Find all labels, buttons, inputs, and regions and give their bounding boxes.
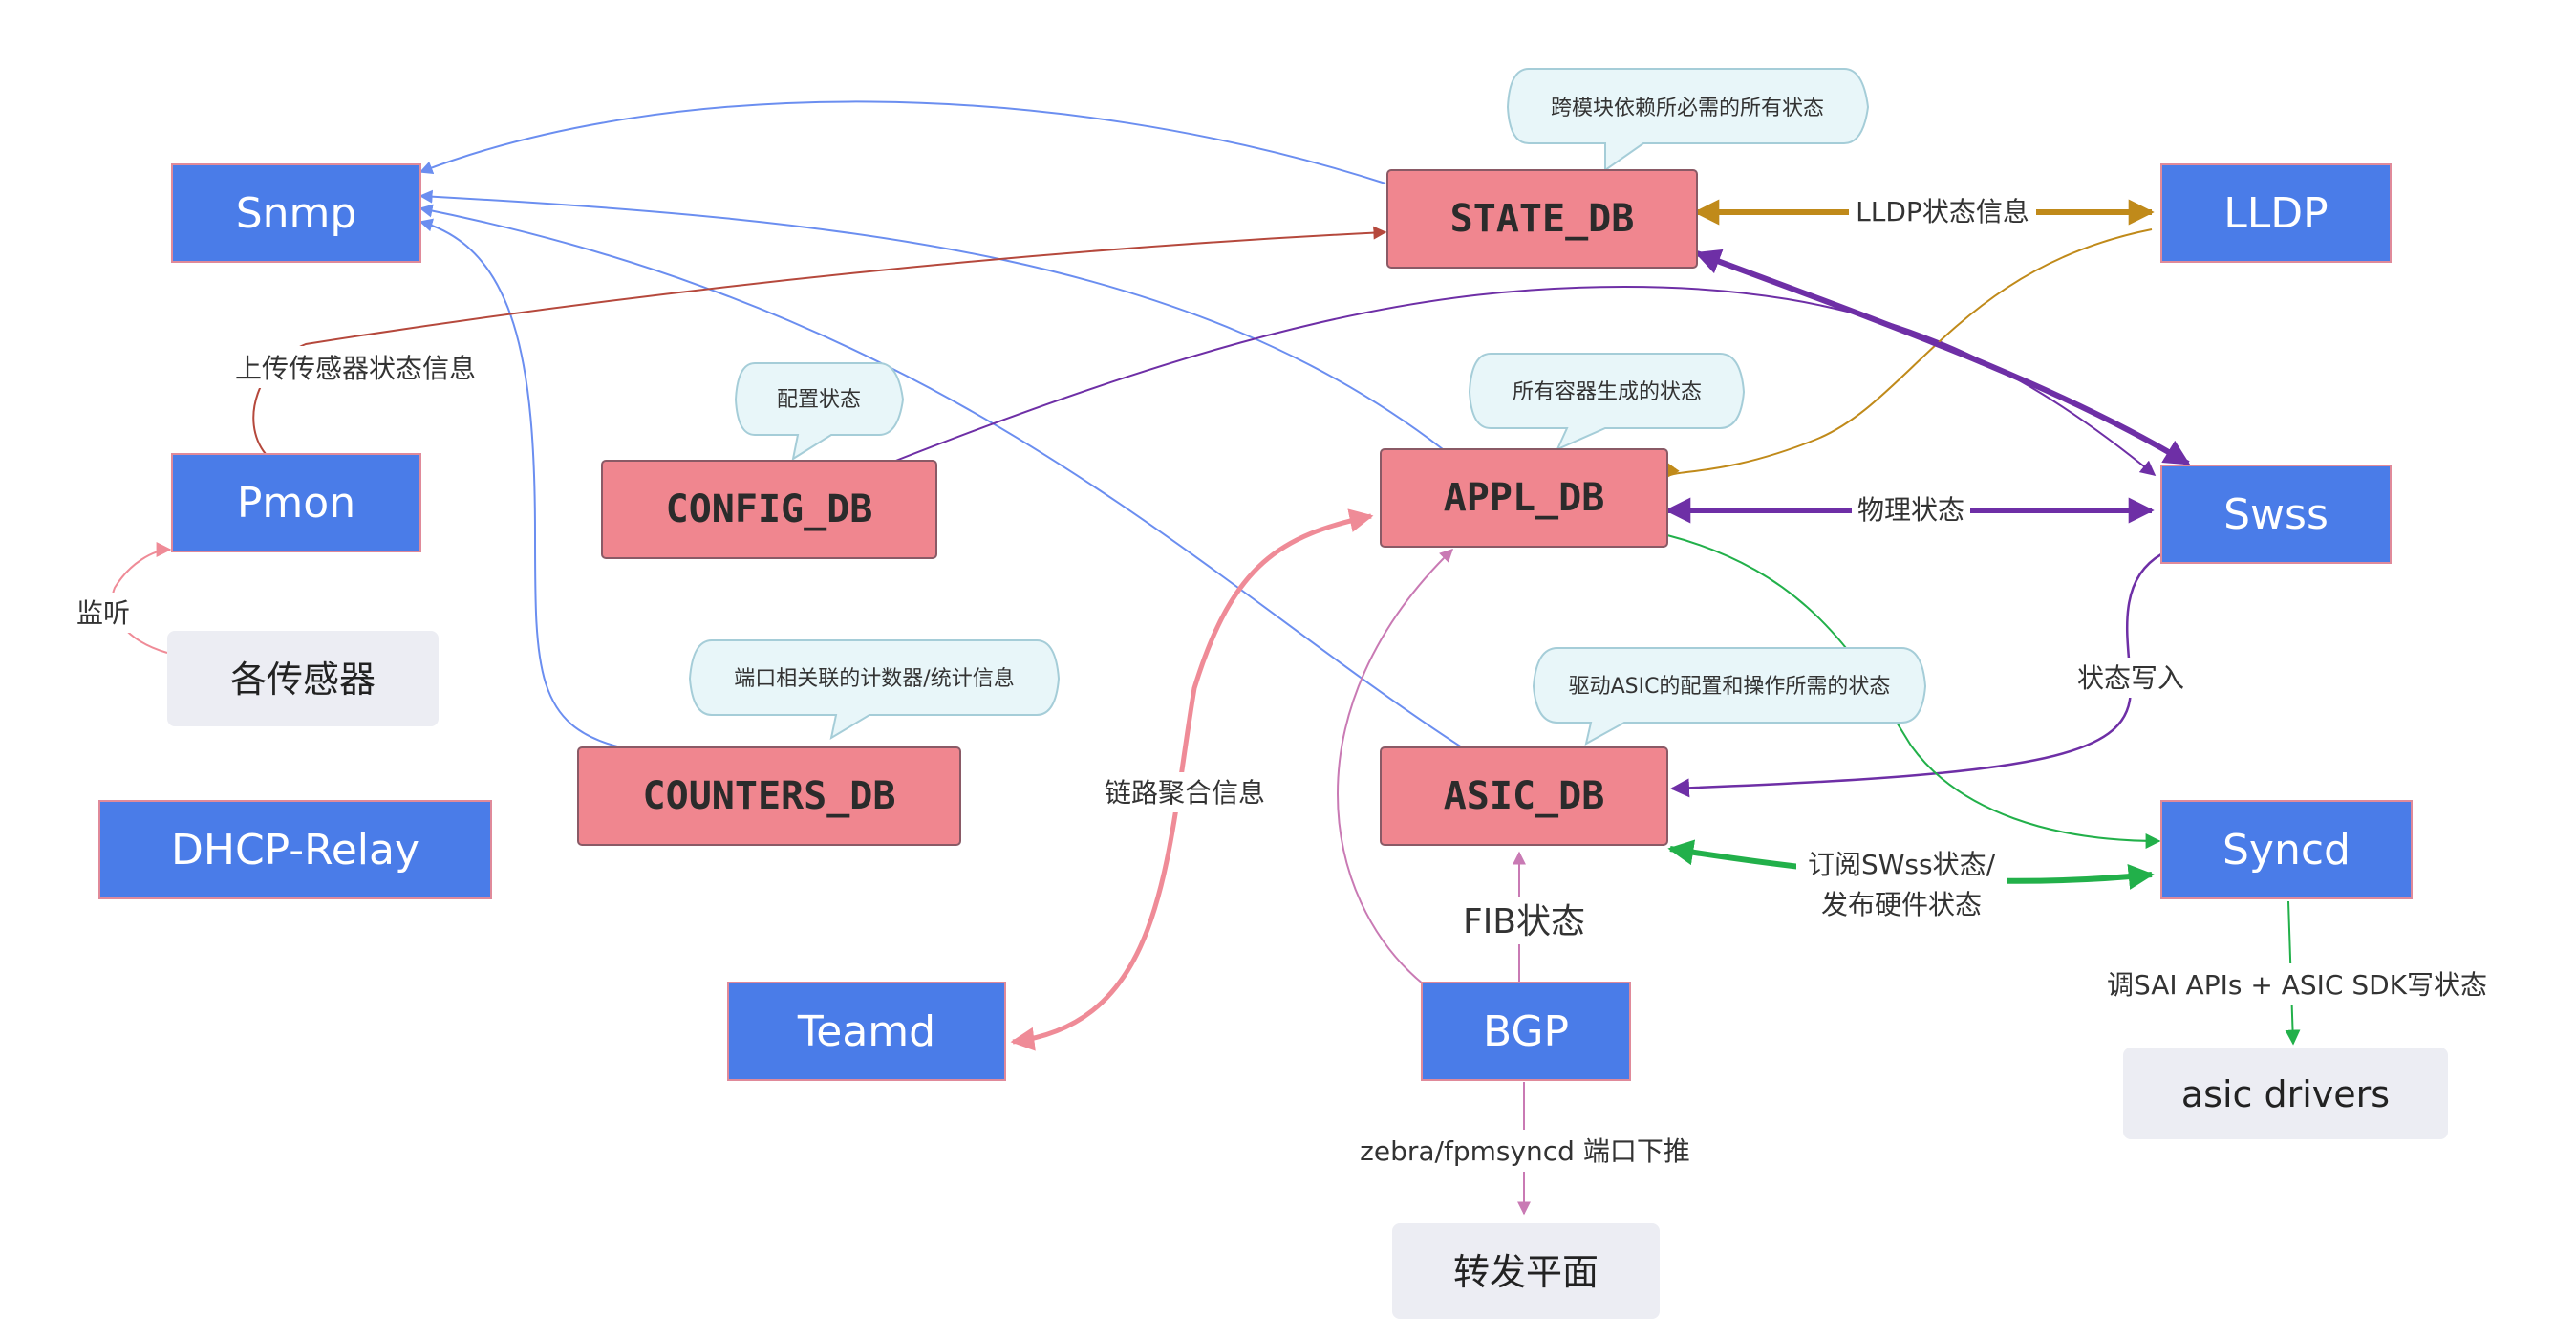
- svg-text:COUNTERS_DB: COUNTERS_DB: [643, 774, 896, 818]
- edges: [111, 100, 2301, 1216]
- bubble-config-db: 配置状态: [734, 362, 905, 462]
- edge-bgp-to-appl: [1337, 549, 1454, 985]
- node-pmon[interactable]: Pmon: [171, 453, 421, 552]
- node-teamd[interactable]: Teamd: [727, 982, 1006, 1081]
- svg-text:端口相关联的计数器/统计信息: 端口相关联的计数器/统计信息: [734, 667, 1014, 691]
- edge-appl-to-syncd: [1666, 534, 2161, 849]
- label-subscribe-line2: 发布硬件状态: [1821, 889, 1982, 920]
- node-forwarding-plane[interactable]: 转发平面: [1392, 1223, 1660, 1319]
- node-asic-db[interactable]: ASIC_DB: [1380, 746, 1668, 846]
- label-state-write: 状态写入: [2077, 662, 2184, 694]
- node-appl-db[interactable]: APPL_DB: [1380, 448, 1668, 548]
- edge-appl-to-snmp: [419, 189, 1444, 450]
- label-fib-state: FIB状态: [1463, 902, 1585, 941]
- edge-labels: 上传传感器状态信息 监听 LLDP状态信息 物理状态 状态写入 链路聚合信息 F…: [72, 191, 2494, 1172]
- edge-state-to-snmp: [419, 100, 1386, 184]
- svg-text:Syncd: Syncd: [2222, 826, 2351, 875]
- node-snmp[interactable]: Snmp: [171, 163, 421, 263]
- bubble-counters-db: 端口相关联的计数器/统计信息: [688, 639, 1061, 741]
- svg-text:LLDP: LLDP: [2223, 189, 2328, 238]
- svg-text:配置状态: 配置状态: [777, 388, 861, 412]
- node-config-db[interactable]: CONFIG_DB: [601, 460, 937, 559]
- svg-text:Snmp: Snmp: [236, 189, 357, 238]
- node-dhcp-relay[interactable]: DHCP-Relay: [98, 800, 492, 899]
- edge-swss-to-asic: [1670, 552, 2162, 798]
- label-subscribe-line1: 订阅SWss状态/: [1808, 849, 1996, 880]
- svg-text:各传感器: 各传感器: [230, 659, 376, 701]
- label-lldp-state: LLDP状态信息: [1856, 196, 2029, 227]
- edge-teamd-appl: [1010, 508, 1374, 1051]
- edge-counters-to-snmp: [419, 218, 622, 748]
- label-sai-calls: 调SAI APIs + ASIC SDK写状态: [2107, 969, 2487, 1001]
- node-sensors[interactable]: 各传感器: [167, 631, 439, 726]
- bubbles: 跨模块依赖所必需的所有状态 配置状态 所有容器生成的状态 端口相关联的计数器/统…: [688, 68, 1927, 746]
- svg-text:转发平面: 转发平面: [1453, 1251, 1599, 1293]
- svg-text:所有容器生成的状态: 所有容器生成的状态: [1513, 380, 1702, 404]
- node-swss[interactable]: Swss: [2160, 465, 2392, 564]
- node-syncd[interactable]: Syncd: [2160, 800, 2413, 899]
- edge-sensors-to-pmon: [111, 542, 172, 654]
- bubble-appl-db: 所有容器生成的状态: [1468, 353, 1746, 451]
- svg-text:CONFIG_DB: CONFIG_DB: [666, 487, 873, 531]
- svg-text:STATE_DB: STATE_DB: [1450, 197, 1635, 241]
- svg-text:ASIC_DB: ASIC_DB: [1444, 774, 1605, 818]
- bubble-state-db: 跨模块依赖所必需的所有状态: [1506, 68, 1870, 172]
- bubble-asic-db: 驱动ASIC的配置和操作所需的状态: [1532, 647, 1927, 746]
- svg-text:Teamd: Teamd: [797, 1007, 935, 1056]
- svg-text:Pmon: Pmon: [237, 479, 355, 528]
- nodes: Snmp Pmon DHCP-Relay Teamd BGP LLDP Swss: [98, 163, 2448, 1319]
- node-state-db[interactable]: STATE_DB: [1386, 169, 1698, 269]
- svg-text:APPL_DB: APPL_DB: [1444, 476, 1605, 520]
- node-bgp[interactable]: BGP: [1421, 982, 1631, 1081]
- label-physical-state: 物理状态: [1857, 494, 1964, 526]
- svg-text:asic drivers: asic drivers: [2181, 1073, 2390, 1115]
- label-link-agg: 链路聚合信息: [1105, 777, 1265, 809]
- node-counters-db[interactable]: COUNTERS_DB: [577, 746, 961, 846]
- svg-text:跨模块依赖所必需的所有状态: 跨模块依赖所必需的所有状态: [1551, 97, 1824, 120]
- label-pmon-state: 上传传感器状态信息: [235, 353, 476, 384]
- label-listen: 监听: [76, 597, 130, 629]
- edge-state-swss: [1694, 249, 2191, 466]
- node-lldp[interactable]: LLDP: [2160, 163, 2392, 263]
- svg-text:驱动ASIC的配置和操作所需的状态: 驱动ASIC的配置和操作所需的状态: [1569, 675, 1891, 699]
- svg-text:DHCP-Relay: DHCP-Relay: [171, 826, 419, 875]
- label-zebra: zebra/fpmsyncd 端口下推: [1360, 1135, 1690, 1167]
- svg-text:Swss: Swss: [2223, 490, 2329, 539]
- node-asic-drivers[interactable]: asic drivers: [2123, 1048, 2448, 1139]
- svg-text:BGP: BGP: [1483, 1007, 1569, 1056]
